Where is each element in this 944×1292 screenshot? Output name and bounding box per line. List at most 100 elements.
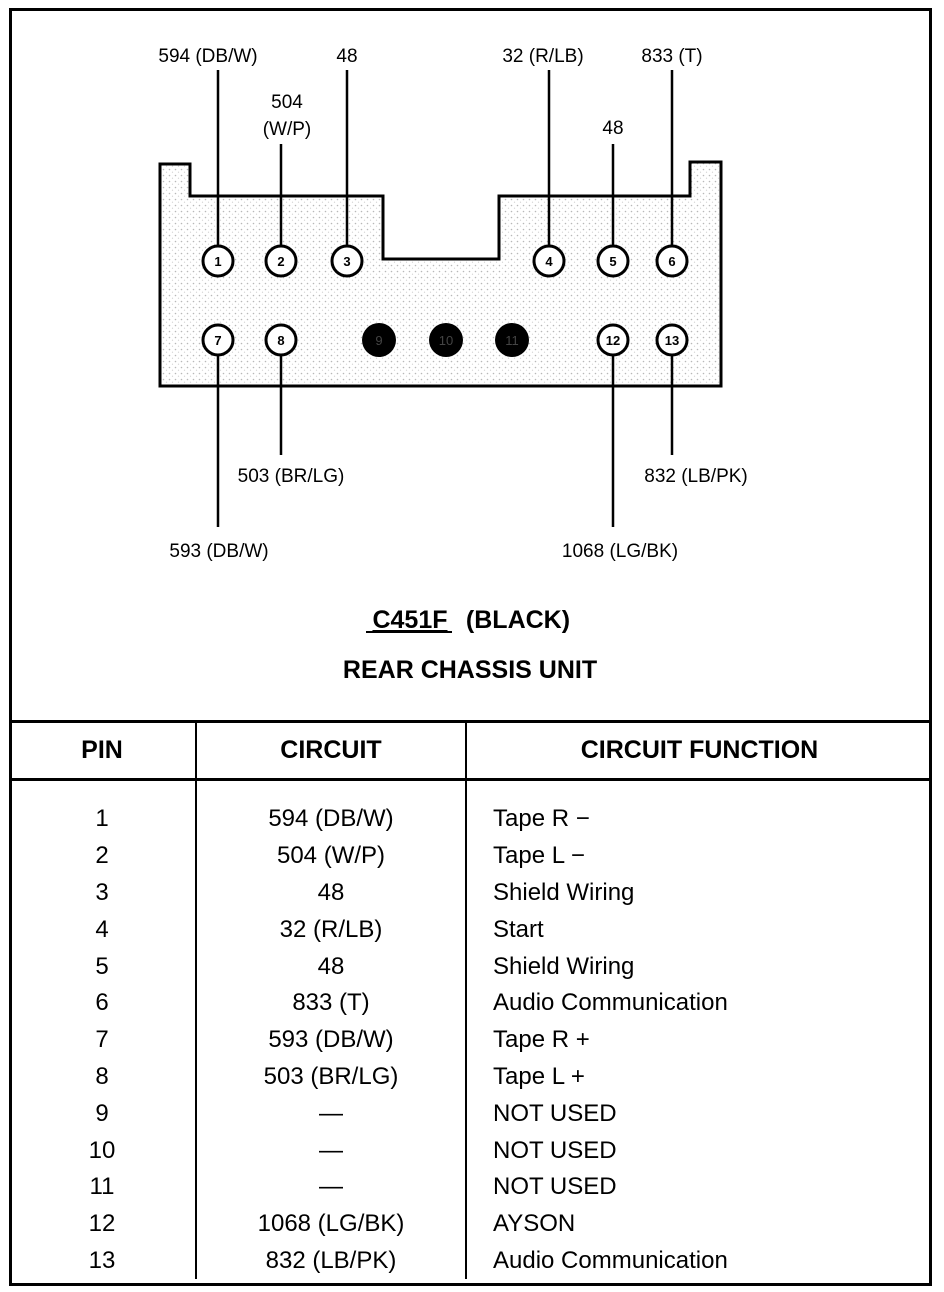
table-row: 8 503 (BR/LG) Tape L + xyxy=(9,1058,932,1096)
wire-label-pin6: 833 (T) xyxy=(641,46,702,67)
cavity-8: 8 xyxy=(264,323,298,357)
cell-pin: 7 xyxy=(95,1026,109,1054)
svg-text:12: 12 xyxy=(606,333,620,348)
svg-text:3: 3 xyxy=(343,254,350,269)
cell-function: NOT USED xyxy=(465,1095,932,1133)
cavity-11-unused: 11 xyxy=(495,323,529,357)
cell-circuit: 594 (DB/W) xyxy=(195,801,466,838)
cavity-6: 6 xyxy=(655,244,689,278)
svg-text:10: 10 xyxy=(439,333,453,348)
cell-circuit: — xyxy=(195,1132,466,1169)
cell-function: Audio Communication xyxy=(465,1242,932,1280)
svg-text:11: 11 xyxy=(505,333,519,348)
cell-function: Tape R + xyxy=(465,1021,932,1059)
cell-function: NOT USED xyxy=(465,1168,932,1206)
wire-label-pin13: 832 (LB/PK) xyxy=(644,466,748,487)
table-row: 3 48 Shield Wiring xyxy=(9,874,932,912)
table-row: 9 — NOT USED xyxy=(9,1095,932,1133)
svg-text:4: 4 xyxy=(545,254,553,269)
cell-pin: 6 xyxy=(95,989,109,1017)
wire-label-pin12: 1068 (LG/BK) xyxy=(562,541,678,562)
cavity-10-unused: 10 xyxy=(429,323,463,357)
unit-title: REAR CHASSIS UNIT xyxy=(343,656,597,684)
cavity-4: 4 xyxy=(532,244,566,278)
cell-function: NOT USED xyxy=(465,1132,932,1169)
cell-pin: 12 xyxy=(88,1210,116,1238)
cell-circuit: 48 xyxy=(195,948,466,985)
cell-circuit: 832 (LB/PK) xyxy=(195,1242,466,1280)
connector-id-title: C451F xyxy=(372,606,447,634)
cavity-9-unused: 9 xyxy=(362,323,396,357)
connector-body xyxy=(158,160,723,388)
cell-pin: 11 xyxy=(89,1173,115,1201)
wire-label-pin8: 503 (BR/LG) xyxy=(238,466,345,487)
wire-label-pin1: 594 (DB/W) xyxy=(158,46,257,67)
table-row: 5 48 Shield Wiring xyxy=(9,948,932,985)
cavity-1: 1 xyxy=(201,244,235,278)
cell-circuit: — xyxy=(195,1168,466,1206)
svg-text:7: 7 xyxy=(214,333,221,348)
cell-circuit: 593 (DB/W) xyxy=(195,1021,466,1059)
header-function: CIRCUIT FUNCTION xyxy=(465,720,932,781)
cell-function: Audio Communication xyxy=(465,984,932,1022)
table-row: 6 833 (T) Audio Communication xyxy=(9,984,932,1022)
header-circuit: CIRCUIT xyxy=(195,720,466,781)
table-row: 13 832 (LB/PK) Audio Communication xyxy=(9,1242,932,1280)
cell-pin: 4 xyxy=(95,915,109,943)
wire-label-pin5: 48 xyxy=(602,118,623,139)
cell-circuit: 833 (T) xyxy=(195,984,466,1022)
cell-circuit: 48 xyxy=(195,874,466,912)
table-row: 10 — NOT USED xyxy=(9,1132,932,1169)
cell-function: Start xyxy=(465,911,932,949)
pin-table: PIN CIRCUIT CIRCUIT FUNCTION 1 594 (DB/W… xyxy=(9,720,932,1280)
svg-text:9: 9 xyxy=(375,333,382,348)
cavity-12: 12 xyxy=(596,323,630,357)
svg-text:1: 1 xyxy=(214,254,221,269)
page-border xyxy=(9,8,932,1286)
connector-drawing: 1 2 3 4 5 6 7 8 9 10 11 12 xyxy=(158,46,748,684)
svg-text:8: 8 xyxy=(277,333,284,348)
pin-table-header: PIN CIRCUIT CIRCUIT FUNCTION xyxy=(9,720,932,781)
table-spacer xyxy=(9,779,932,801)
table-row: 1 594 (DB/W) Tape R − xyxy=(9,801,932,838)
svg-text:2: 2 xyxy=(277,254,284,269)
cell-circuit: 32 (R/LB) xyxy=(195,911,466,949)
svg-text:6: 6 xyxy=(668,254,675,269)
wire-label-pin7: 593 (DB/W) xyxy=(169,541,268,562)
cavity-7: 7 xyxy=(201,323,235,357)
cell-circuit: 504 (W/P) xyxy=(195,837,466,875)
cell-circuit: 503 (BR/LG) xyxy=(195,1058,466,1096)
connector-color-title: (BLACK) xyxy=(466,606,570,634)
cell-pin: 2 xyxy=(95,842,109,870)
cell-function: AYSON xyxy=(465,1205,932,1243)
connector-diagram: 1 2 3 4 5 6 7 8 9 10 11 12 xyxy=(158,46,748,684)
cell-function: Tape R − xyxy=(465,801,932,838)
table-row: 2 504 (W/P) Tape L − xyxy=(9,837,932,875)
cavity-2: 2 xyxy=(264,244,298,278)
cavity-5: 5 xyxy=(596,244,630,278)
cell-pin: 8 xyxy=(95,1062,109,1090)
table-row: 11 — NOT USED xyxy=(9,1168,932,1206)
svg-text:5: 5 xyxy=(609,254,616,269)
cell-function: Shield Wiring xyxy=(465,948,932,985)
wire-label-pin4: 32 (R/LB) xyxy=(502,46,583,67)
wire-label-pin2-color: (W/P) xyxy=(263,119,312,140)
cell-pin: 3 xyxy=(95,878,109,906)
table-row: 7 593 (DB/W) Tape R + xyxy=(9,1021,932,1059)
wire-label-pin2-number: 504 xyxy=(271,92,303,113)
cavity-13: 13 xyxy=(655,323,689,357)
cavity-3: 3 xyxy=(330,244,364,278)
table-row: 4 32 (R/LB) Start xyxy=(9,911,932,949)
table-row: 12 1068 (LG/BK) AYSON xyxy=(9,1205,932,1243)
cell-pin: 13 xyxy=(88,1246,116,1274)
cell-function: Tape L − xyxy=(465,837,932,875)
cell-pin: 9 xyxy=(95,1099,109,1127)
cell-circuit: 1068 (LG/BK) xyxy=(195,1205,466,1243)
cell-pin: 10 xyxy=(88,1136,116,1164)
cell-pin: 1 xyxy=(95,805,109,833)
cell-function: Tape L + xyxy=(465,1058,932,1096)
cell-pin: 5 xyxy=(95,952,109,980)
header-pin: PIN xyxy=(9,720,196,781)
cell-circuit: — xyxy=(195,1095,466,1133)
svg-text:13: 13 xyxy=(665,333,679,348)
